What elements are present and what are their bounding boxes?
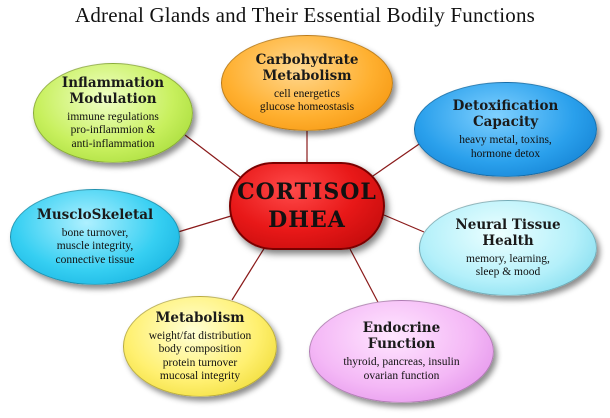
connector-musc <box>177 215 232 233</box>
node-heading: Inflammation Modulation <box>61 74 165 107</box>
connector-neural <box>383 214 425 233</box>
center-node-cortisol-dhea: CORTISOL DHEA <box>229 162 385 250</box>
connector-endo <box>349 248 381 307</box>
node-heading: Carbohydrate Metabolism <box>255 51 359 84</box>
node-carbohydrate-metabolism: Carbohydrate Metabolism cell energetics … <box>221 35 393 131</box>
center-line-1: CORTISOL <box>237 179 377 205</box>
connector-detox <box>369 139 426 179</box>
node-heading: Endocrine Function <box>362 320 441 352</box>
node-details: heavy metal, toxins, hormone detox <box>459 134 552 160</box>
node-heading: Neural Tissue Health <box>455 216 561 249</box>
connector-infl <box>184 134 245 181</box>
node-details: memory, learning, sleep & mood <box>466 252 550 279</box>
node-details: weight/fat distribution body composition… <box>148 329 252 383</box>
node-neural-tissue-health: Neural Tissue Health memory, learning, s… <box>419 200 597 296</box>
connector-meta <box>231 246 266 301</box>
node-heading: MuscloSkeletal <box>36 206 154 223</box>
node-muscloskeletal: MuscloSkeletal bone turnover, muscle int… <box>10 189 180 285</box>
node-details: bone turnover, muscle integrity, connect… <box>55 226 135 266</box>
center-line-2: DHEA <box>268 207 346 233</box>
node-details: immune regulations pro-inflammion & anti… <box>67 110 159 150</box>
node-inflammation-modulation: Inflammation Modulation immune regulatio… <box>33 63 193 163</box>
node-heading: Metabolism <box>155 309 245 326</box>
node-details: thyroid, pancreas, insulin ovarian funct… <box>343 356 460 382</box>
node-details: cell energetics glucose homeostasis <box>259 87 355 114</box>
diagram-title: Adrenal Glands and Their Essential Bodil… <box>74 3 536 27</box>
node-heading: Detoxification Capacity <box>452 98 559 130</box>
node-metabolism: Metabolism weight/fat distribution body … <box>123 296 277 397</box>
node-endocrine-function: Endocrine Function thyroid, pancreas, in… <box>309 300 494 403</box>
node-detoxification-capacity: Detoxification Capacity heavy metal, tox… <box>414 82 597 177</box>
